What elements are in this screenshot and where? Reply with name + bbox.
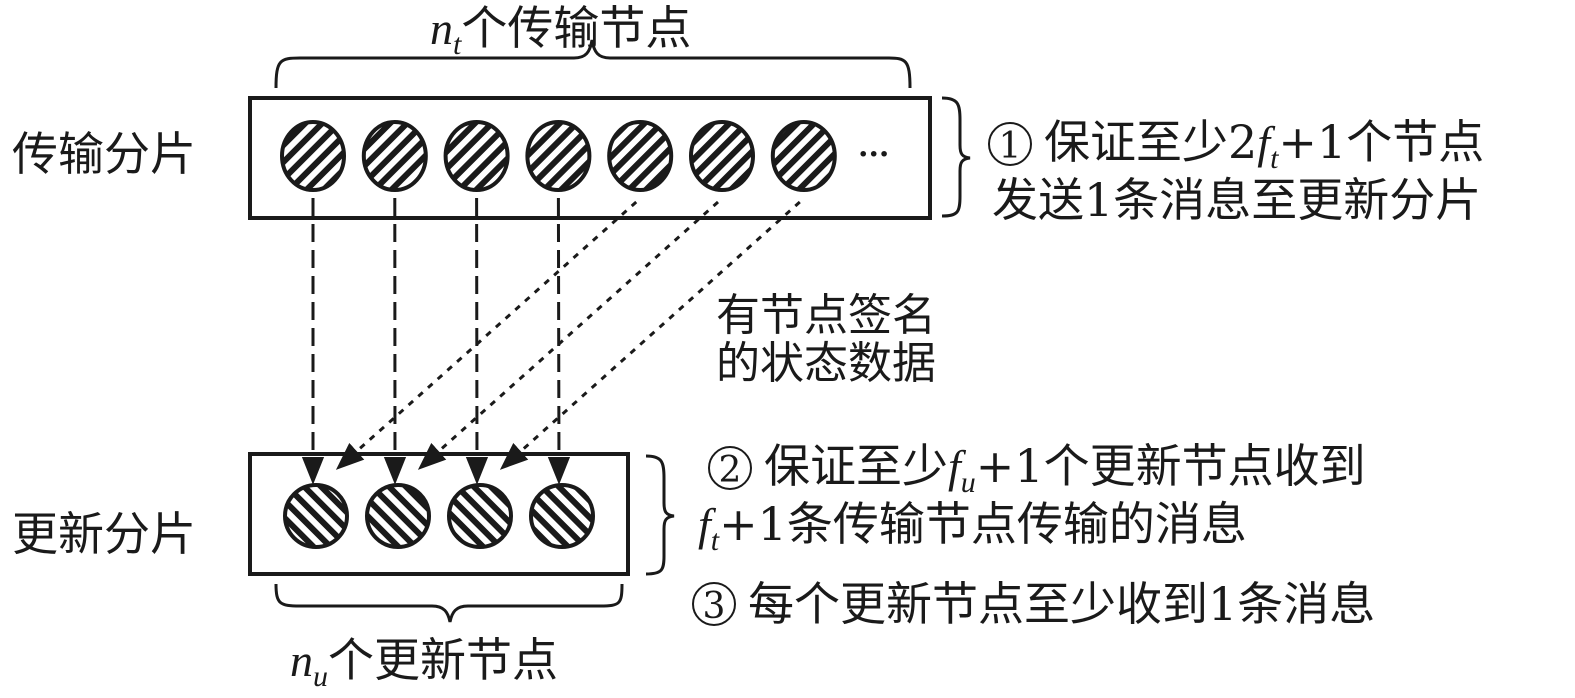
edge-label-line2: 的状态数据 <box>716 338 936 389</box>
note1-marker-circle <box>988 122 1032 166</box>
note1-marker-number: 1 <box>999 126 1022 167</box>
transmission-nodes <box>280 120 837 192</box>
transmission-count-brace <box>274 39 912 89</box>
update-shard-label: 更新分片 <box>12 507 196 561</box>
update-count-label: nu个更新节点 <box>290 633 558 693</box>
transmission-node <box>770 120 837 192</box>
note1-line1: 保证至少2ft+1个节点 <box>1044 115 1484 175</box>
note2-line2: ft+1条传输节点传输的消息 <box>698 497 1247 557</box>
transmission-count-label: nt个传输节点 <box>430 1 691 61</box>
note2-marker-circle <box>708 446 752 490</box>
transmission-shard-label: 传输分片 <box>12 127 196 181</box>
ellipsis: ··· <box>858 137 889 172</box>
diagonal-edge <box>335 200 638 470</box>
transmission-node <box>443 120 510 192</box>
note-3: 3 每个更新节点至少收到1条消息 <box>692 577 1375 631</box>
note1-brace <box>941 96 971 218</box>
transmission-node <box>689 120 755 192</box>
transmission-node <box>361 120 428 192</box>
vertical-edge <box>547 197 571 485</box>
diagonal-edge <box>499 200 801 470</box>
note2-brace <box>645 454 675 576</box>
note-1: 1 保证至少2ft+1个节点 发送1条消息至更新分片 <box>988 115 1484 227</box>
edge-label-line1: 有节点签名 <box>716 290 936 341</box>
update-node <box>447 483 513 549</box>
diagonal-edge <box>417 200 719 470</box>
note1-line2: 发送1条消息至更新分片 <box>992 173 1481 227</box>
transmission-node <box>525 120 592 192</box>
update-node <box>529 483 595 549</box>
update-node <box>283 483 349 549</box>
note2-line1: 保证至少fu+1个更新节点收到 <box>764 439 1366 499</box>
transmission-node <box>280 120 346 192</box>
update-count-brace <box>274 583 624 623</box>
note3-marker-circle <box>692 582 736 626</box>
update-nodes <box>283 483 595 549</box>
message-edges <box>301 197 801 485</box>
note3-marker-number: 3 <box>703 586 726 627</box>
note3-text: 每个更新节点至少收到1条消息 <box>748 577 1375 631</box>
note2-marker-number: 2 <box>719 450 742 491</box>
note-2: 2 保证至少fu+1个更新节点收到 ft+1条传输节点传输的消息 <box>698 439 1366 557</box>
transmission-node <box>607 120 674 192</box>
update-node <box>365 483 431 549</box>
